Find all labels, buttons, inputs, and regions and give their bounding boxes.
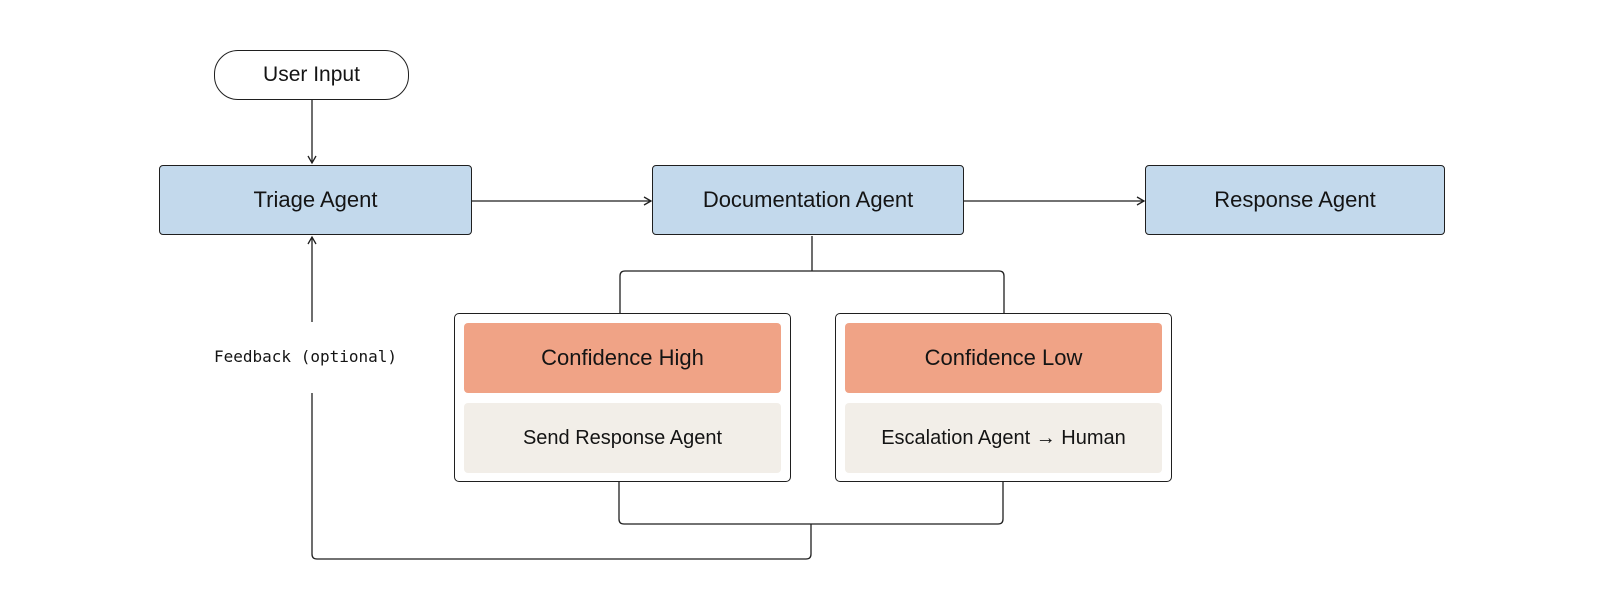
triage-agent-label: Triage Agent <box>253 187 378 212</box>
feedback-label: Feedback (optional) <box>214 347 398 366</box>
confidence-high-condition: Confidence High <box>464 323 781 393</box>
confidence-low-label: Confidence Low <box>924 345 1083 370</box>
send-response-action: Send Response Agent <box>464 403 781 473</box>
response-agent-label: Response Agent <box>1214 187 1376 212</box>
connector-documentation-split <box>619 236 1005 313</box>
escalation-label: Escalation Agent → Human <box>881 426 1126 449</box>
send-response-label: Send Response Agent <box>522 426 723 449</box>
response-agent-node: Response Agent <box>1145 165 1445 235</box>
connector-feedback-loop <box>311 393 812 560</box>
triage-agent-node: Triage Agent <box>159 165 472 235</box>
escalation-action: Escalation Agent → Human <box>845 403 1162 473</box>
documentation-agent-label: Documentation Agent <box>702 187 914 212</box>
user-input-node: User Input <box>214 50 409 100</box>
connector-groups-merge <box>618 482 1004 554</box>
confidence-high-label: Confidence High <box>541 345 704 370</box>
confidence-low-condition: Confidence Low <box>845 323 1162 393</box>
documentation-agent-node: Documentation Agent <box>652 165 964 235</box>
user-input-label: User Input <box>263 63 360 86</box>
